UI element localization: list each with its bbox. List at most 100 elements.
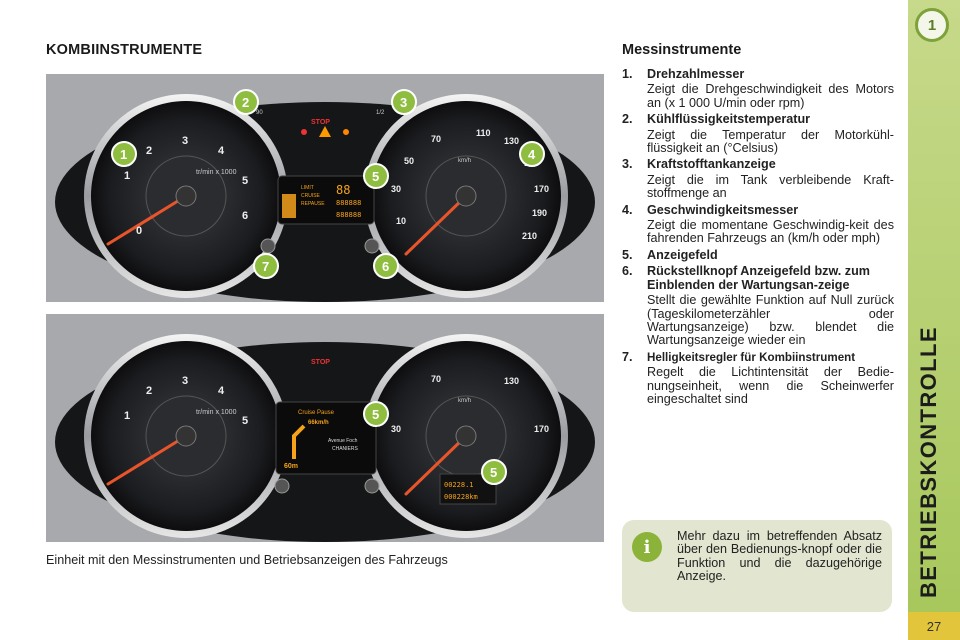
- info-icon: i: [632, 532, 662, 562]
- speed-tick: 50: [404, 156, 414, 166]
- display-d88: 88: [336, 183, 350, 197]
- chapter-sidebar: [908, 0, 960, 640]
- item-title: 7. Helligkeitsregler für Kombiinstrument: [622, 349, 894, 364]
- item-number: 6.: [622, 264, 633, 279]
- item-description: Regelt die Lichtintensität der Bedie-nun…: [647, 365, 894, 406]
- item-title-text: Kraftstofftankanzeige: [647, 157, 776, 172]
- speed-tick: 170: [534, 424, 549, 434]
- item-title-text: Anzeigefeld: [647, 247, 718, 262]
- callout-5b: 5: [490, 465, 497, 480]
- item-description: Zeigt die Temperatur der Motorkühl-flüss…: [647, 127, 894, 156]
- rpm-tick: 2: [146, 385, 152, 397]
- item-number: 4.: [622, 202, 633, 217]
- page-number: 27: [908, 612, 960, 640]
- item-number: 3.: [622, 157, 633, 172]
- speed-tick: 170: [534, 184, 549, 194]
- rpm-tick: 1: [124, 410, 130, 422]
- figure-caption: Einheit mit den Messinstrumenten und Bet…: [46, 553, 448, 567]
- item-description: Stellt die gewählte Funktion auf Null zu…: [647, 293, 894, 348]
- stop-label: STOP: [311, 119, 330, 126]
- speed-unit: km/h: [458, 398, 471, 404]
- display-limit: LIMIT: [301, 185, 314, 191]
- rpm-tick: 4: [218, 145, 225, 157]
- speed-tick: 70: [431, 134, 441, 144]
- speed-tick: 130: [504, 376, 519, 386]
- callout-2: 2: [242, 95, 249, 110]
- rpm-tick: 3: [182, 375, 188, 387]
- display-speed: 66km/h: [308, 420, 329, 426]
- info-box: i Mehr dazu im betreffenden Absatz über …: [622, 520, 892, 612]
- display-digits2: 888888: [336, 211, 361, 219]
- rpm-unit: tr/min x 1000: [196, 169, 237, 176]
- item-title-text: Geschwindigkeitsmesser: [647, 202, 799, 217]
- section-title: Messinstrumente: [622, 42, 742, 58]
- item-title-text: Helligkeitsregler für Kombiinstrument: [647, 350, 856, 364]
- display-dist: 60m: [284, 463, 298, 470]
- speed-unit: km/h: [458, 158, 471, 164]
- display-city: CHANIERS: [332, 446, 359, 452]
- rpm-unit: tr/min x 1000: [196, 409, 237, 416]
- warning-icon: [319, 126, 331, 137]
- item-title-text: Kühlflüssigkeitstemperatur: [647, 112, 811, 127]
- odo-total: 000228km: [444, 493, 478, 501]
- speed-tick: 110: [476, 128, 491, 138]
- speed-tick: 30: [391, 184, 401, 194]
- instrument-cluster-image-1: 1 2 3 4 5 6 0 tr/min x 1000 10 30 50 70 …: [46, 74, 604, 302]
- rpm-tick: 3: [182, 135, 188, 147]
- rpm-tick: 5: [242, 175, 248, 187]
- item-number: 7.: [622, 349, 633, 364]
- callout-7: 7: [262, 259, 269, 274]
- item-title: 5. Anzeigefeld: [622, 247, 894, 262]
- list-item: 5. Anzeigefeld: [622, 247, 894, 262]
- speed-tick: 70: [431, 374, 441, 384]
- cluster-drawing-2: 1 2 3 4 5 tr/min x 1000 30 70 130 170 km…: [55, 334, 595, 542]
- item-number: 5.: [622, 247, 633, 262]
- item-title: 2. Kühlflüssigkeitstemperatur: [622, 112, 894, 127]
- item-description: Zeigt die momentane Geschwindig-keit des…: [647, 218, 894, 246]
- instrument-cluster-image-2: 1 2 3 4 5 tr/min x 1000 30 70 130 170 km…: [46, 314, 604, 542]
- chapter-badge: 1: [915, 8, 949, 42]
- callout-4: 4: [528, 147, 536, 162]
- callout-3: 3: [400, 95, 407, 110]
- item-number: 2.: [622, 112, 633, 127]
- display-cruise: CRUISE: [301, 193, 321, 199]
- fuel-tick: 1/2: [376, 110, 385, 116]
- callout-1: 1: [120, 147, 127, 162]
- item-description: Zeigt die im Tank verbleibende Kraft-sto…: [647, 172, 894, 201]
- callout-5a: 5: [372, 407, 379, 422]
- rpm-tick: 2: [146, 145, 152, 157]
- item-title: 3. Kraftstofftankanzeige: [622, 157, 894, 172]
- odo-trip: 00228.1: [444, 481, 474, 489]
- item-title-text: Drehzahlmesser: [647, 67, 745, 81]
- item-number: 1.: [622, 67, 633, 81]
- item-description: Zeigt die Drehgeschwindigkeit des Motors…: [647, 82, 894, 110]
- speed-tick: 190: [532, 208, 547, 218]
- cluster-drawing-1: 1 2 3 4 5 6 0 tr/min x 1000 10 30 50 70 …: [55, 89, 595, 302]
- speed-tick: 130: [504, 136, 519, 146]
- speed-tick: 30: [391, 424, 401, 434]
- stop-label: STOP: [311, 359, 330, 366]
- list-item: 6. Rückstellknopf Anzeigefeld bzw. zum Ei…: [622, 265, 894, 347]
- rpm-tick: 4: [218, 385, 225, 397]
- rpm-tick: 6: [242, 210, 248, 222]
- rpm-tick: 0: [136, 225, 142, 237]
- display-street: Avenue Foch: [328, 438, 358, 444]
- temp-tick: 90: [256, 110, 263, 116]
- display-repause: REPAUSE: [301, 201, 325, 207]
- speed-tick: 210: [522, 231, 537, 241]
- rpm-tick: 1: [124, 170, 130, 182]
- display-digits1: 888888: [336, 199, 361, 207]
- callout-5: 5: [372, 169, 379, 184]
- item-title: 6. Rückstellknopf Anzeigefeld bzw. zum Ei…: [622, 265, 894, 292]
- display-line1: Cruise Pause: [298, 410, 335, 416]
- page-heading: KOMBIINSTRUMENTE: [46, 42, 203, 58]
- item-title-text: Rückstellknopf Anzeigefeld bzw. zum Einb…: [647, 264, 870, 292]
- speed-tick: 10: [396, 216, 406, 226]
- rpm-tick: 5: [242, 415, 248, 427]
- chapter-title: BETRIEBSKONTROLLE: [916, 326, 941, 598]
